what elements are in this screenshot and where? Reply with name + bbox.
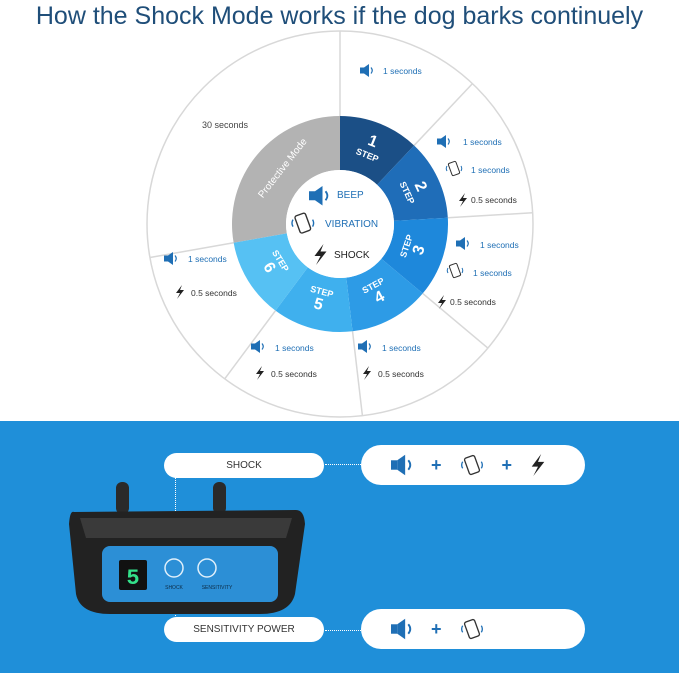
device-display-digit: 5 <box>126 566 139 591</box>
step-number: 5 <box>312 295 325 314</box>
divider-line <box>351 331 364 416</box>
shock-mode-wheel: BEEP VIBRATION SHOCK Protective Mode 30 … <box>146 30 534 418</box>
device-shock-button[interactable] <box>164 558 184 578</box>
protective-time-label: 30 seconds <box>202 120 249 130</box>
step-5-sector <box>275 267 353 332</box>
sensitivity-combo: + <box>361 609 585 649</box>
s6-shock-time: 0.5 seconds <box>191 288 237 298</box>
center-beep-label: BEEP <box>337 190 364 201</box>
segment-3-info: 1 seconds 1 seconds 0.5 seconds <box>438 236 519 309</box>
sensitivity-label-pill: SENSITIVITY POWER <box>164 617 324 642</box>
plus-sign: + <box>501 454 513 475</box>
divider-line <box>149 242 234 259</box>
step-4-sector <box>346 258 423 332</box>
protective-mode-sector <box>232 116 340 243</box>
s3-beep-time: 1 seconds <box>480 240 519 250</box>
bark-collar-device: 5 SHOCK SENSITIVITY <box>69 482 305 614</box>
divider-line <box>447 212 533 219</box>
beep-icon <box>391 618 412 640</box>
divider-line <box>224 310 277 380</box>
center-shock-label: SHOCK <box>334 250 370 261</box>
shock-label-pill: SHOCK <box>164 453 324 478</box>
segment-6-info: 1 seconds 0.5 seconds <box>163 251 237 299</box>
s2-vib-time: 1 seconds <box>471 165 510 175</box>
sensitivity-label: SENSITIVITY POWER <box>193 624 295 635</box>
device-sensitivity-button[interactable] <box>197 558 217 578</box>
center-vibration-label: VIBRATION <box>325 219 378 230</box>
s4-beep-time: 1 seconds <box>382 343 421 353</box>
s5-beep-time: 1 seconds <box>275 343 314 353</box>
segment-2-info: 1 seconds 1 seconds 0.5 seconds <box>436 134 517 207</box>
outer-dividers <box>149 31 533 416</box>
s5-shock-time: 0.5 seconds <box>271 369 317 379</box>
divider-line <box>422 292 489 349</box>
vibration-icon <box>460 618 483 640</box>
page-title: How the Shock Mode works if the dog bark… <box>35 2 644 30</box>
step-6-sector <box>233 233 308 311</box>
s2-beep-time: 1 seconds <box>463 137 502 147</box>
beep-icon <box>391 454 412 476</box>
shock-connector <box>325 464 361 465</box>
sensitivity-connector <box>325 630 361 631</box>
step-3-sector <box>381 217 448 294</box>
step-2-sector <box>377 145 448 221</box>
vibration-icon <box>460 454 483 476</box>
segment-1-info: 1 seconds <box>359 63 422 78</box>
shock-label: SHOCK <box>226 460 262 471</box>
shock-icon <box>531 454 545 476</box>
s3-shock-time: 0.5 seconds <box>450 297 496 307</box>
s3-vib-time: 1 seconds <box>473 268 512 278</box>
device-display <box>119 560 147 590</box>
device-btn2-label: SENSITIVITY <box>202 585 233 591</box>
s4-shock-time: 0.5 seconds <box>378 369 424 379</box>
s1-beep-time: 1 seconds <box>383 66 422 76</box>
center-legend: BEEP VIBRATION SHOCK <box>291 185 378 265</box>
step-1-sector <box>340 116 415 185</box>
s2-shock-time: 0.5 seconds <box>471 195 517 205</box>
plus-sign: + <box>431 618 442 639</box>
device-btn1-label: SHOCK <box>165 585 183 591</box>
plus-sign: + <box>431 454 442 475</box>
s6-beep-time: 1 seconds <box>188 254 227 264</box>
segment-4-info: 1 seconds 0.5 seconds <box>357 339 424 380</box>
shock-combo: + + <box>361 445 585 485</box>
segment-5-info: 1 seconds 0.5 seconds <box>250 339 317 380</box>
inner-ring <box>232 116 448 332</box>
divider-line <box>413 83 473 146</box>
